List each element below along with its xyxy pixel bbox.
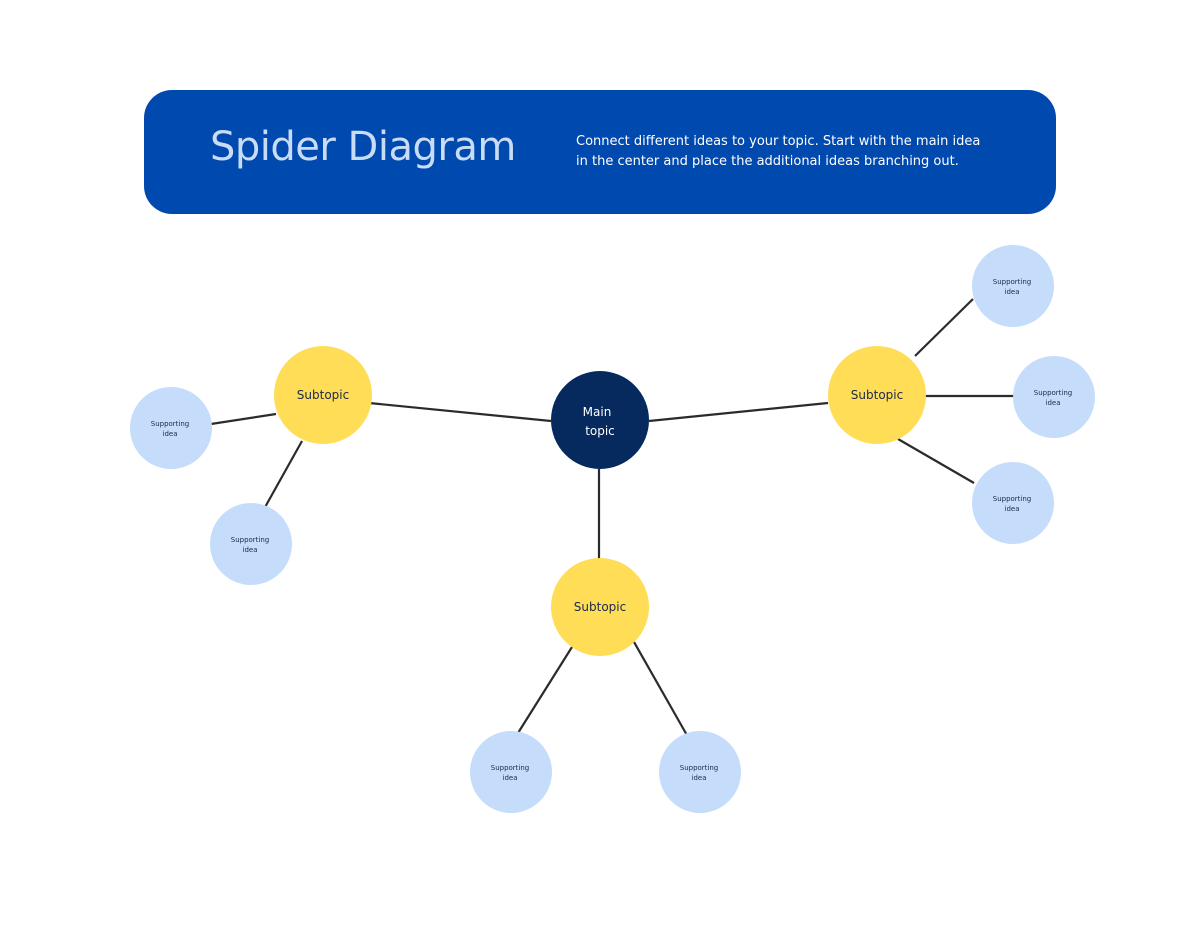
subtopic-left-node[interactable]: Subtopic [274, 346, 372, 444]
supporting-right-1-node[interactable]: Supporting idea [972, 245, 1054, 327]
supporting-bottom-1-node[interactable]: Supporting idea [470, 731, 552, 813]
subtopic-bottom-circle [551, 558, 649, 656]
supporting-right-2-label-line-1: Supporting [1034, 389, 1073, 397]
supporting-right-3-circle [972, 462, 1054, 544]
connector-main-subtopic-right [648, 401, 829, 423]
page-title: Spider Diagram [210, 124, 516, 170]
supporting-left-2-node[interactable]: Supporting idea [210, 503, 292, 585]
main-topic-circle [551, 371, 649, 469]
supporting-bottom-1-label-line-1: Supporting [491, 764, 530, 772]
supporting-right-3-node[interactable]: Supporting idea [972, 462, 1054, 544]
supporting-bottom-1-label-line-2: idea [503, 774, 518, 782]
supporting-left-2-circle [210, 503, 292, 585]
supporting-right-3-label-line-1: Supporting [993, 495, 1032, 503]
connector-subtopic-bottom-supporting-1 [517, 646, 573, 734]
supporting-right-1-label-line-1: Supporting [993, 278, 1032, 286]
supporting-right-2-circle [1013, 356, 1095, 438]
description-line-2: in the center and place the additional i… [576, 154, 959, 169]
connectors [210, 298, 1014, 738]
supporting-bottom-2-circle [659, 731, 741, 813]
supporting-left-2-label-line-1: Supporting [231, 536, 270, 544]
supporting-left-2-label-line-2: idea [243, 546, 258, 554]
supporting-right-1-circle [972, 245, 1054, 327]
main-topic-node[interactable]: Main topic [551, 371, 649, 469]
subtopic-right-circle [828, 346, 926, 444]
connector-subtopic-left-supporting-2 [263, 440, 303, 510]
supporting-bottom-2-label-line-1: Supporting [680, 764, 719, 772]
main-topic-label-line-1: Main [583, 405, 612, 419]
supporting-left-1-circle [130, 387, 212, 469]
supporting-left-1-node[interactable]: Supporting idea [130, 387, 212, 469]
connector-subtopic-bottom-supporting-2 [633, 641, 689, 738]
supporting-left-1-label-line-2: idea [163, 430, 178, 438]
description-line-1: Connect different ideas to your topic. S… [576, 134, 981, 149]
supporting-right-2-label-line-2: idea [1046, 399, 1061, 407]
subtopic-left-circle [274, 346, 372, 444]
subtopic-left-label: Subtopic [297, 388, 349, 402]
subtopic-right-label: Subtopic [851, 388, 903, 402]
connector-subtopic-right-supporting-3 [897, 438, 975, 484]
supporting-left-1-label-line-1: Supporting [151, 420, 190, 428]
connector-subtopic-left-supporting-1 [210, 412, 277, 426]
subtopic-right-node[interactable]: Subtopic [828, 346, 926, 444]
supporting-bottom-2-label-line-2: idea [692, 774, 707, 782]
supporting-right-3-label-line-2: idea [1005, 505, 1020, 513]
connector-main-subtopic-left [368, 401, 552, 423]
header-banner: Spider Diagram Connect different ideas t… [144, 90, 1056, 214]
subtopic-bottom-node[interactable]: Subtopic [551, 558, 649, 656]
page-description: Connect different ideas to your topic. S… [576, 132, 1016, 172]
supporting-right-2-node[interactable]: Supporting idea [1013, 356, 1095, 438]
subtopic-bottom-label: Subtopic [574, 600, 626, 614]
supporting-right-1-label-line-2: idea [1005, 288, 1020, 296]
main-topic-label-line-2: topic [585, 424, 615, 438]
supporting-bottom-1-circle [470, 731, 552, 813]
connector-subtopic-right-supporting-1 [914, 298, 974, 357]
supporting-bottom-2-node[interactable]: Supporting idea [659, 731, 741, 813]
